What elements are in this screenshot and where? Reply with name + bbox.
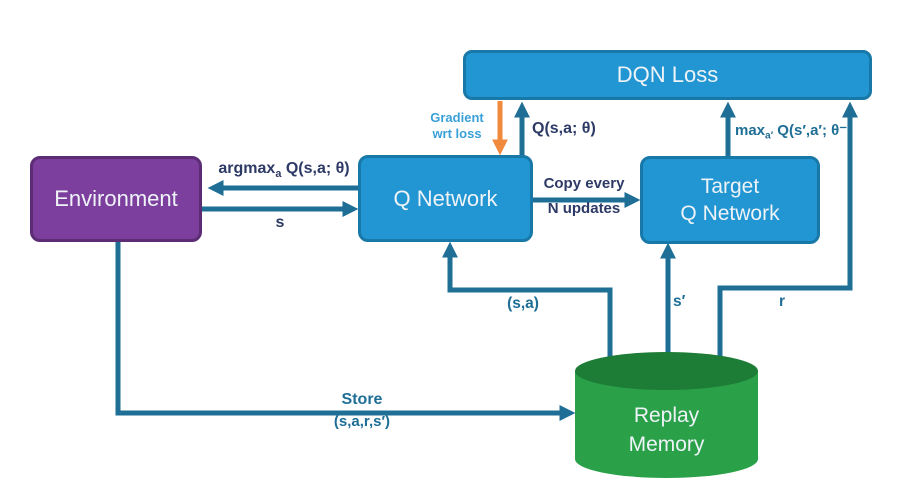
state-label: s bbox=[275, 214, 285, 231]
replay-memory-label: Replay Memory bbox=[628, 404, 705, 456]
edge-reward-arrow bbox=[717, 101, 859, 364]
edge-state-action-arrow bbox=[441, 241, 613, 364]
next-state-label: s′ bbox=[673, 293, 686, 310]
copy-every-label: Copy every bbox=[543, 175, 625, 192]
environment-label: Environment bbox=[54, 186, 178, 211]
edge-store-arrow bbox=[115, 242, 576, 422]
target-q-network-label: Target Q Network bbox=[680, 174, 780, 225]
dqn-loss-node: DQN Loss bbox=[463, 50, 872, 100]
n-updates-label: N updates bbox=[547, 200, 621, 217]
max-q-label: maxa′ Q(s′,a′; θ⁻) bbox=[735, 122, 853, 142]
environment-node: Environment bbox=[30, 156, 202, 242]
reward-label: r bbox=[779, 293, 786, 310]
dqn-loss-label: DQN Loss bbox=[616, 62, 719, 87]
target-q-network-node: Target Q Network bbox=[640, 156, 820, 244]
store-label: Store bbox=[341, 391, 383, 408]
q-network-node: Q Network bbox=[358, 155, 533, 242]
q-network-label: Q Network bbox=[393, 185, 498, 211]
state-action-label: (s,a) bbox=[507, 295, 539, 312]
replay-memory-cylinder-top bbox=[575, 352, 758, 390]
gradient-label: Gradient wrt loss bbox=[430, 110, 484, 141]
replay-memory-node: Replay Memory bbox=[575, 352, 758, 478]
argmax-action-label: argmaxa Q(s,a; θ) bbox=[218, 160, 350, 180]
q-value-label: Q(s,a; θ) bbox=[532, 120, 596, 137]
store-tuple-label: (s,a,r,s′) bbox=[333, 413, 391, 430]
